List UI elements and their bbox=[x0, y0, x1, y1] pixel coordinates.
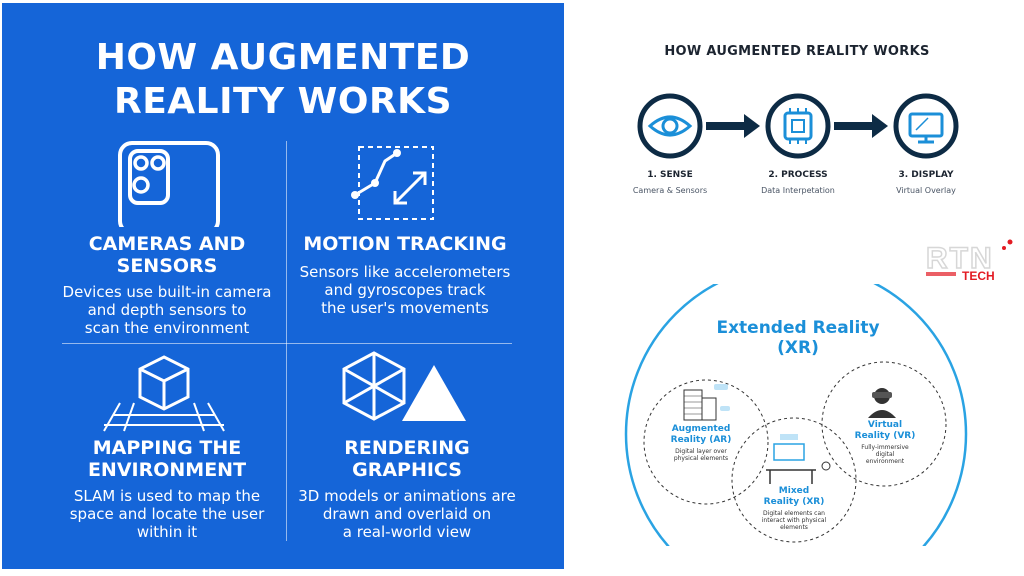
step-label: 1. SENSE bbox=[647, 170, 693, 180]
description-line: space and locate the user bbox=[69, 505, 265, 523]
description-line: 3D models or animations are bbox=[298, 487, 516, 505]
mr-description-line: interact with physical bbox=[761, 517, 827, 524]
panel-title-line2: REALITY WORKS bbox=[113, 81, 453, 122]
chip-icon bbox=[765, 93, 831, 159]
description-line: the user's movements bbox=[321, 299, 489, 317]
mr-description: Digital elements can interact with physi… bbox=[756, 510, 832, 531]
xr-title-line: Extended Reality bbox=[716, 318, 880, 338]
ar-label: Augmented Reality (AR) bbox=[666, 424, 736, 446]
xr-title-line: (XR) bbox=[777, 338, 819, 358]
panel-title-line1: HOW AUGMENTED bbox=[95, 37, 471, 78]
monitor-icon bbox=[893, 93, 959, 159]
buildings-icon bbox=[683, 384, 730, 421]
ar-circle bbox=[643, 379, 769, 505]
logo-text-bottom: TECH bbox=[962, 269, 995, 283]
vertical-divider bbox=[286, 141, 287, 541]
description-line: and depth sensors to bbox=[87, 301, 247, 319]
ar-description: Digital layer over physical elements bbox=[668, 448, 734, 462]
vr-circle bbox=[821, 361, 947, 487]
section-heading: SENSORS bbox=[116, 255, 218, 277]
logo-text-top: RTN bbox=[926, 242, 994, 275]
vr-description: Fully-immersive digital environment bbox=[852, 444, 918, 465]
mr-label-line: Reality (XR) bbox=[763, 497, 825, 507]
ar-description-line: Digital layer over bbox=[675, 448, 727, 455]
vr-description-line: environment bbox=[865, 458, 905, 465]
process-flow bbox=[637, 93, 959, 159]
ar-infographic-panel: HOW AUGMENTED REALITY WORKS bbox=[2, 3, 564, 569]
logo-mark-icon: RTN TECH bbox=[925, 239, 1013, 283]
ar-description-line: physical elements bbox=[673, 455, 729, 462]
section-description: Devices use built-in camera and depth se… bbox=[54, 283, 280, 337]
mr-label: Mixed Reality (XR) bbox=[758, 486, 830, 508]
section-heading: MAPPING THE bbox=[92, 437, 242, 459]
mr-label-line: Mixed bbox=[778, 486, 810, 496]
smartphone-camera-icon bbox=[118, 141, 220, 227]
description-line: a real-world view bbox=[342, 523, 472, 541]
mr-circle bbox=[731, 417, 857, 543]
section-heading: RENDERING bbox=[344, 437, 470, 459]
process-step-sense: 1. SENSE Camera & Sensors bbox=[610, 170, 730, 195]
description-line: SLAM is used to map the bbox=[73, 487, 261, 505]
arrow-icon bbox=[706, 114, 760, 138]
ar-label-line: Augmented bbox=[671, 424, 731, 434]
description-line: and gyroscopes track bbox=[324, 281, 486, 299]
mr-description-line: Digital elements can bbox=[763, 510, 825, 517]
arrow-icon bbox=[834, 114, 888, 138]
mixed-reality-desk-icon bbox=[766, 434, 831, 484]
mr-description-line: elements bbox=[780, 524, 808, 531]
xr-venn-diagram bbox=[624, 284, 968, 546]
xr-outer-circle bbox=[624, 284, 968, 546]
horizontal-divider bbox=[62, 343, 512, 344]
vr-label: Virtual Reality (VR) bbox=[850, 420, 920, 442]
vr-label-line: Reality (VR) bbox=[854, 431, 916, 441]
cube-grid-icon bbox=[103, 355, 225, 432]
vr-description-line: digital bbox=[875, 451, 895, 458]
section-heading: CAMERAS AND bbox=[88, 233, 246, 255]
section-description: Sensors like accelerometers and gyroscop… bbox=[290, 263, 520, 317]
mapping-environment-section: MAPPING THE ENVIRONMENT SLAM is used to … bbox=[54, 437, 280, 541]
step-subtitle: Data Interpetation bbox=[761, 186, 835, 195]
rtn-tech-logo: RTN TECH bbox=[922, 236, 1016, 292]
description-line: Sensors like accelerometers bbox=[299, 263, 511, 281]
process-step-process: 2. PROCESS Data Interpetation bbox=[738, 170, 858, 195]
section-heading: ENVIRONMENT bbox=[87, 459, 247, 481]
vr-description-line: Fully-immersive bbox=[861, 444, 909, 451]
ar-label-line: Reality (AR) bbox=[670, 435, 732, 445]
description-line: within it bbox=[136, 523, 198, 541]
section-heading: MOTION TRACKING bbox=[303, 233, 507, 255]
step-subtitle: Camera & Sensors bbox=[632, 186, 708, 195]
xr-title: Extended Reality (XR) bbox=[700, 318, 896, 358]
step-subtitle: Virtual Overlay bbox=[896, 186, 956, 195]
process-step-display: 3. DISPLAY Virtual Overlay bbox=[866, 170, 986, 195]
cameras-sensors-section: CAMERAS AND SENSORS Devices use built-in… bbox=[54, 233, 280, 337]
section-heading: GRAPHICS bbox=[352, 459, 462, 481]
description-line: drawn and overlaid on bbox=[322, 505, 492, 523]
motion-path-icon bbox=[351, 146, 434, 220]
step-label: 3. DISPLAY bbox=[898, 170, 954, 180]
process-title: HOW AUGMENTED REALITY WORKS bbox=[664, 44, 930, 59]
section-description: 3D models or animations are drawn and ov… bbox=[290, 487, 524, 541]
wireframe-mountain-icon bbox=[342, 351, 466, 421]
vr-headset-icon bbox=[868, 388, 896, 418]
motion-tracking-section: MOTION TRACKING Sensors like acceleromet… bbox=[290, 233, 520, 317]
eye-icon bbox=[637, 93, 703, 159]
description-line: Devices use built-in camera bbox=[62, 283, 272, 301]
vr-label-line: Virtual bbox=[867, 420, 903, 430]
step-label: 2. PROCESS bbox=[768, 170, 828, 180]
section-description: SLAM is used to map the space and locate… bbox=[54, 487, 280, 541]
description-line: scan the environment bbox=[84, 319, 250, 337]
rendering-graphics-section: RENDERING GRAPHICS 3D models or animatio… bbox=[290, 437, 524, 541]
